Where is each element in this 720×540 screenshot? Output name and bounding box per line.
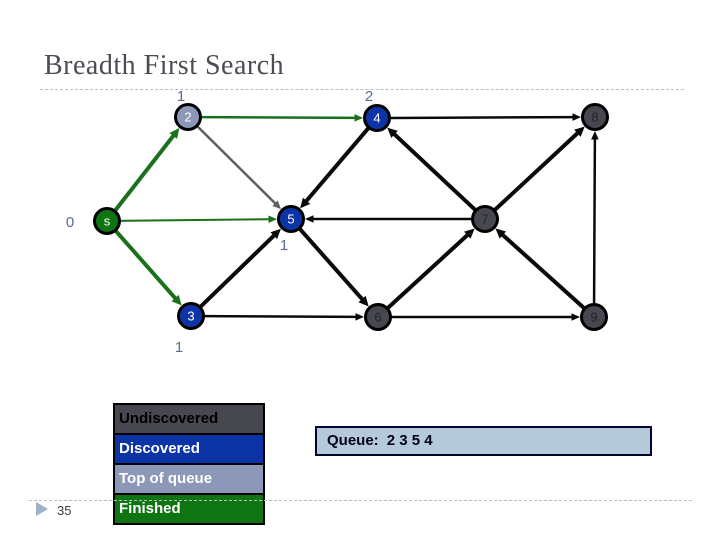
queue-items: 2 3 5 4 <box>386 432 433 449</box>
graph-edge-arrowhead-icon <box>355 313 365 321</box>
graph-node-s <box>93 207 121 235</box>
graph-edge-arrowhead-icon <box>171 294 182 306</box>
graph-node-label-2: 2 <box>184 110 191 125</box>
page-number: 35 <box>57 503 72 518</box>
title-divider <box>40 89 684 90</box>
graph-edge-9-8 <box>592 138 597 304</box>
graph-edge-4-5 <box>304 126 370 203</box>
legend-row-top-of-queue: Top of queue <box>115 465 263 495</box>
graph-edge-s-2 <box>113 133 176 212</box>
graph-node-5 <box>277 205 305 233</box>
graph-edge-arrowhead-icon <box>591 130 599 140</box>
graph-edge-arrowhead-icon <box>574 126 585 137</box>
legend-table: Undiscovered Discovered Top of queue Fin… <box>113 403 265 525</box>
slide-footer-arrow-icon <box>36 502 48 516</box>
graph-node-3 <box>177 302 205 330</box>
graph-edge-s-5 <box>120 218 270 222</box>
graph-node-label-8: 8 <box>591 110 598 125</box>
graph-edge-6-7 <box>386 233 470 310</box>
graph-node-label-s: s <box>104 214 111 229</box>
graph-edge-2-4 <box>201 115 356 120</box>
graph-edge-arrowhead-icon <box>305 215 314 223</box>
graph-edge-arrowhead-icon <box>464 228 475 239</box>
graph-edge-3-6 <box>204 314 357 319</box>
graph-edge-arrowhead-icon <box>571 313 580 321</box>
graph-edge-arrowhead-icon <box>300 197 311 209</box>
page-title: Breadth First Search <box>44 50 285 81</box>
graph-edge-arrowhead-icon <box>270 228 281 240</box>
graph-node-6 <box>364 303 392 331</box>
graph-node-label-4: 4 <box>373 111 380 126</box>
footer-divider <box>29 500 692 501</box>
graph-edge-arrowhead-icon <box>495 228 507 239</box>
distance-label: 1 <box>177 88 185 105</box>
graph-node-4 <box>363 104 391 132</box>
graph-edge-arrowhead-icon <box>354 114 364 122</box>
graph-node-label-5: 5 <box>287 212 294 227</box>
graph-node-2 <box>174 103 202 131</box>
graph-edge-9-7 <box>500 232 586 310</box>
distance-label: 1 <box>175 339 183 356</box>
graph-edge-3-5 <box>199 233 276 309</box>
legend-row-undiscovered: Undiscovered <box>115 405 263 435</box>
distance-label: 2 <box>365 88 373 105</box>
graph-node-label-3: 3 <box>187 309 194 324</box>
graph-edge-arrowhead-icon <box>272 200 282 210</box>
graph-node-7 <box>471 205 499 233</box>
graph-node-label-7: 7 <box>481 212 488 227</box>
graph-edge-7-4 <box>392 132 477 212</box>
legend-row-discovered: Discovered <box>115 435 263 465</box>
graph-node-label-6: 6 <box>374 310 381 325</box>
distance-label: 1 <box>280 237 288 254</box>
graph-edge-arrowhead-icon <box>268 215 278 224</box>
legend-row-finished: Finished <box>115 495 263 523</box>
distance-label: 0 <box>66 214 74 231</box>
graph-edge-arrowhead-icon <box>572 113 582 121</box>
graph-edge-s-3 <box>114 229 178 301</box>
queue-label: Queue: <box>327 432 379 449</box>
graph-node-label-9: 9 <box>590 310 597 325</box>
graph-edge-2-5 <box>196 125 277 205</box>
graph-node-8 <box>581 103 609 131</box>
graph-edge-5-6 <box>298 227 365 302</box>
queue-box: Queue: 2 3 5 4 <box>315 426 652 456</box>
graph-edge-4-8 <box>390 115 574 120</box>
graph-edge-7-8 <box>493 131 580 212</box>
graph-edge-arrowhead-icon <box>358 295 369 307</box>
graph-edge-arrowhead-icon <box>387 127 398 138</box>
graph-edge-arrowhead-icon <box>169 128 180 139</box>
graph-node-9 <box>580 303 608 331</box>
